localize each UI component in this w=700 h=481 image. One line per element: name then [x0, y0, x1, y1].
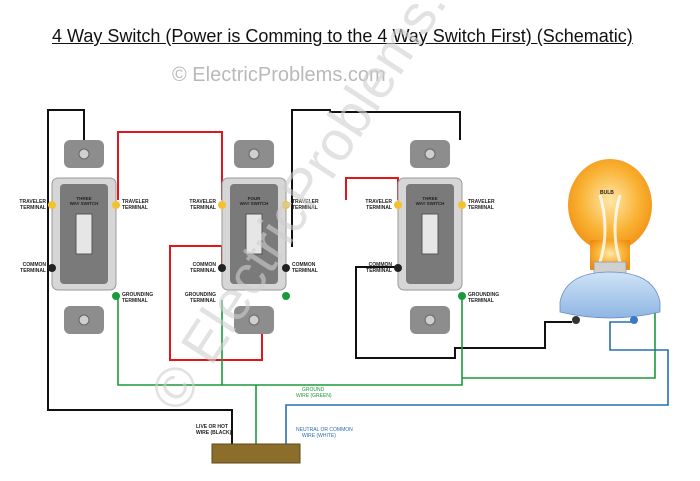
ground-screw-icon: [112, 292, 120, 300]
ground-screw-icon: [458, 292, 466, 300]
traveler-screw-icon: [218, 201, 226, 209]
ground-wire-right: [256, 298, 463, 386]
traveler-wire-top-left: [117, 131, 223, 200]
neutral-wire-label: NEUTRAL OR COMMON WIRE (WHITE): [296, 427, 354, 439]
ground-wires: [117, 296, 656, 445]
neutral-wire: [285, 321, 669, 445]
toggle-lever: [421, 213, 439, 255]
ground-wire-left: [117, 296, 256, 386]
ground-wire-label: GROUND WIRE (GREEN): [296, 387, 332, 399]
screw-icon: [424, 148, 436, 160]
hot-wires: [47, 109, 572, 445]
screw-icon: [78, 148, 90, 160]
common-screw-icon: [282, 264, 290, 272]
junction-box: [211, 443, 301, 464]
traveler-screw-icon: [282, 201, 290, 209]
traveler-screw-icon: [48, 201, 56, 209]
toggle-lever: [245, 213, 263, 255]
bulb-label: BULB: [600, 190, 614, 196]
common-screw-icon: [48, 264, 56, 272]
light-bulb: BULB: [559, 159, 661, 324]
hot-wire-to-left-switch: [47, 109, 233, 445]
screw-icon: [248, 148, 260, 160]
diagram-title: 4 Way Switch (Power is Comming to the 4 …: [52, 26, 633, 46]
common-screw-icon: [218, 264, 226, 272]
neutral-wires: [285, 321, 669, 445]
toggle-lever: [75, 213, 93, 255]
common-screw-icon: [394, 264, 402, 272]
screw-icon: [424, 314, 436, 326]
copyright-text: © ElectricProblems.com: [172, 64, 386, 86]
hot-wire-right-to-bulb: [355, 266, 572, 359]
traveler-screw-icon: [112, 201, 120, 209]
traveler-screw-icon: [394, 201, 402, 209]
ground-screw-icon: [282, 292, 290, 300]
traveler-screw-icon: [458, 201, 466, 209]
ground-wire-bulb: [462, 312, 656, 379]
hot-wire-label: LIVE OR HOT WIRE (BLACK): [196, 424, 232, 436]
traveler-wire-right: [345, 177, 399, 200]
screw-icon: [78, 314, 90, 326]
screw-icon: [248, 314, 260, 326]
hot-wire-four-way-to-right: [291, 109, 461, 247]
